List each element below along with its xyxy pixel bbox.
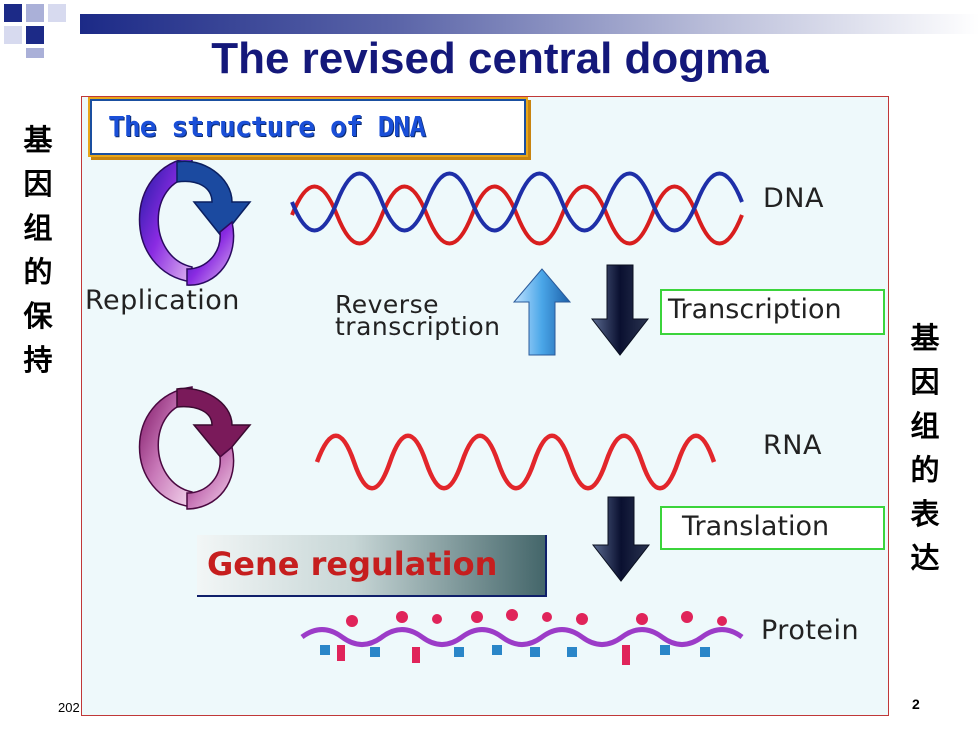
slide-title: The revised central dogma <box>211 34 769 83</box>
label-protein: Protein <box>761 615 860 646</box>
right-vertical-text: 基 因 组 的 表 达 <box>905 316 945 580</box>
up-arrow-icon <box>512 268 572 356</box>
down-arrow-icon <box>590 264 650 356</box>
label-reverse-line: Reverse <box>335 290 439 319</box>
label-transcription-line: transcription <box>335 312 501 341</box>
left-vertical-text: 基 因 组 的 保 持 <box>18 118 58 382</box>
gene-regulation-box: Gene regulation <box>197 535 547 597</box>
right-char: 的 <box>910 453 940 487</box>
cycle-arrow-purple-icon <box>138 156 252 286</box>
left-char: 持 <box>23 343 53 377</box>
label-replication: Replication <box>85 285 240 316</box>
left-char: 基 <box>23 123 53 157</box>
left-char: 因 <box>23 167 53 201</box>
label-rna: RNA <box>763 430 822 461</box>
footer-date: 202 <box>58 700 80 715</box>
right-char: 达 <box>910 541 940 575</box>
right-char: 表 <box>910 497 940 531</box>
left-char: 保 <box>23 299 53 333</box>
right-char: 因 <box>910 365 940 399</box>
dna-helix <box>290 171 744 246</box>
right-char: 基 <box>910 321 940 355</box>
down-arrow-icon <box>591 496 651 582</box>
cycle-arrow-pink-icon <box>138 386 252 510</box>
translation-highlight-box: Translation <box>660 506 885 550</box>
page-number: 2 <box>912 696 920 712</box>
header-bar <box>80 14 980 34</box>
rna-strand <box>314 433 717 491</box>
label-reverse-transcription: Reverse transcription <box>335 290 501 341</box>
label-dna: DNA <box>763 183 824 214</box>
left-char: 组 <box>23 211 53 245</box>
dna-structure-callout: The structure of DNA <box>88 97 528 157</box>
right-char: 组 <box>910 409 940 443</box>
protein-chain <box>300 609 744 665</box>
transcription-highlight-box: Transcription <box>660 289 885 335</box>
central-dogma-figure: DNA RNA Protein Replication Reverse tran… <box>81 96 889 716</box>
left-char: 的 <box>23 255 53 289</box>
slide-logo <box>0 0 80 60</box>
